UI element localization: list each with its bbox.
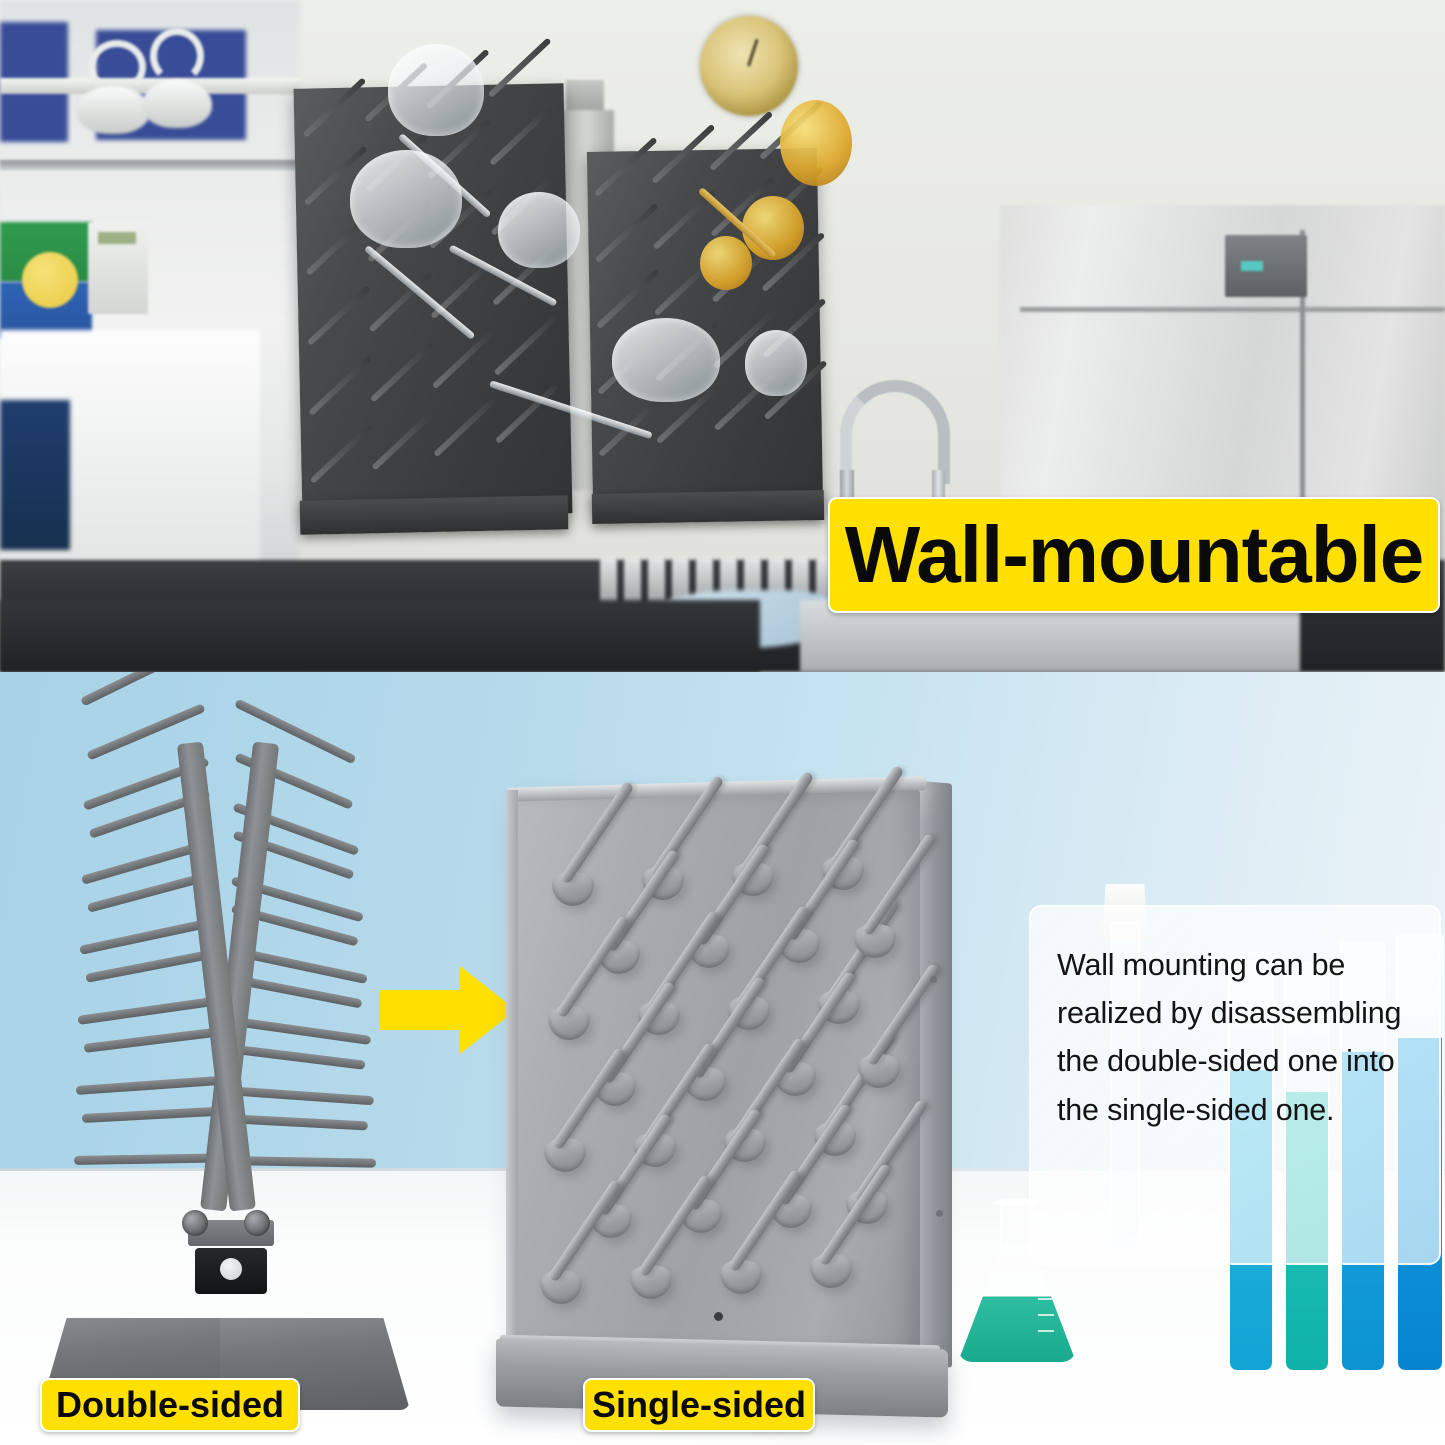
round-flask-1 (76, 86, 150, 134)
ds-peg-l12 (81, 1106, 225, 1123)
photo-funnel-3 (498, 192, 580, 268)
flask-graduation-15 (1038, 1314, 1054, 1316)
wall-mountable-label: Wall-mountable (844, 510, 1425, 599)
photo-rack-right-foot (591, 489, 825, 525)
faucet-arc-icon (840, 380, 950, 484)
faucet-outlet (932, 470, 945, 504)
ds-bolt-right (244, 1210, 270, 1236)
ds-peg-l9 (77, 996, 222, 1025)
wall-mountable-badge: Wall-mountable (828, 497, 1440, 613)
upper-shelf (0, 78, 300, 94)
photo-funnel-2 (350, 150, 462, 248)
ds-wall-mount-bracket (195, 1248, 267, 1294)
ds-peg-l13 (73, 1153, 227, 1165)
double-sided-badge: Double-sided (40, 1378, 300, 1432)
transform-arrow (378, 962, 518, 1058)
fridge-control-panel (1225, 235, 1307, 297)
ds-peg-r11 (225, 1086, 374, 1106)
equipment-keypad (88, 222, 148, 314)
double-sided-label: Double-sided (55, 1384, 284, 1425)
info-panel: Wall mounting can be realized by disasse… (1029, 905, 1441, 1265)
flask-graduation-25 (1038, 1282, 1054, 1284)
right-arrow-icon (380, 966, 516, 1054)
ds-peg-r12 (225, 1114, 369, 1131)
double-sided-rack (40, 672, 410, 1410)
photo-amber-flask-3 (700, 236, 752, 290)
ds-peg-l1 (80, 672, 203, 707)
ds-peg-r10 (227, 1044, 366, 1070)
ds-peg-r9 (227, 1016, 372, 1045)
ss-drain-hole (714, 1312, 723, 1321)
ds-bolt-left (182, 1210, 208, 1236)
photo-amber-flask-1 (780, 100, 852, 186)
photo-rack-left-foot (299, 495, 569, 535)
counter-front-face (0, 600, 760, 672)
glass-shelf-rail (0, 160, 300, 170)
top-lab-photo: Wall-mountable (0, 0, 1445, 672)
photo-amber-flask-2 (742, 196, 804, 260)
ss-side-screw-2 (936, 1210, 943, 1217)
flask-handle-1 (88, 40, 146, 94)
ss-left-edge (506, 790, 518, 1358)
flask-graduation-20 (1038, 1298, 1054, 1300)
photo-funnel-5 (745, 330, 807, 396)
info-panel-text: Wall mounting can be realized by disasse… (1057, 948, 1402, 1127)
ds-peg-l11 (75, 1075, 224, 1095)
single-sided-rack (490, 724, 960, 1424)
ds-peg-l10 (83, 1027, 222, 1053)
bottom-product-panel: Double-sided (0, 672, 1445, 1445)
flask-graduation-10 (1038, 1330, 1054, 1332)
single-sided-badge: Single-sided (583, 1378, 815, 1432)
ss-side-screw-1 (930, 976, 937, 983)
round-flask-2 (142, 80, 212, 128)
flask-handle-2 (150, 28, 204, 84)
photo-funnel-1 (388, 44, 484, 136)
single-sided-label: Single-sided (591, 1384, 807, 1425)
yellow-sticker (22, 252, 78, 308)
ds-peg-l8 (85, 948, 219, 983)
photo-funnel-4 (612, 318, 720, 402)
flask-rim (994, 1198, 1040, 1207)
fridge-horizontal-seam (1020, 307, 1445, 312)
wall-clock-icon (700, 16, 798, 116)
lab-machine-dark-panel (0, 400, 70, 550)
fridge-door-seam (1300, 230, 1305, 600)
